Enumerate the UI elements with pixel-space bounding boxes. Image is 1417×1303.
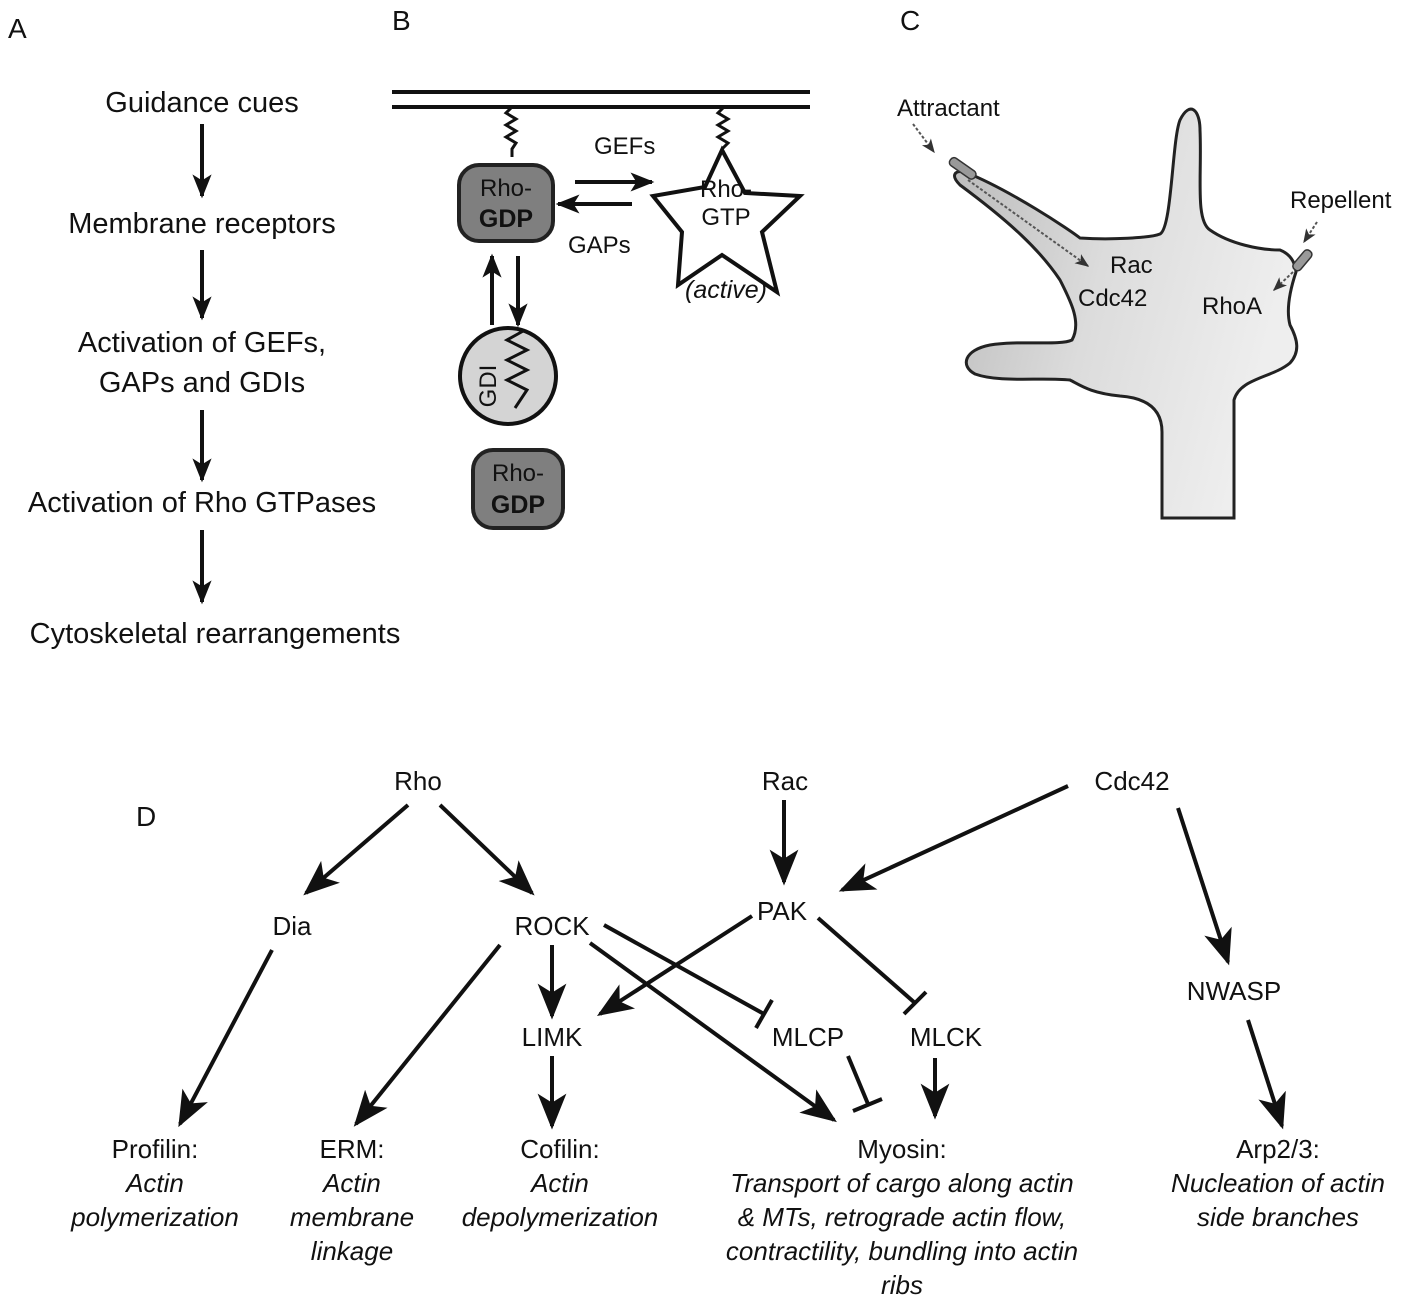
node-dia: Dia [272, 911, 312, 941]
effector-desc-line: Actin [124, 1168, 184, 1198]
effector-desc-line: ribs [881, 1270, 923, 1300]
gefs-label: GEFs [594, 133, 655, 160]
effector-desc-line: membrane [290, 1202, 414, 1232]
node-cdc42: Cdc42 [1094, 766, 1169, 796]
gaps-label: GAPs [568, 232, 631, 259]
effector-desc-line: & MTs, retrograde actin flow, [738, 1202, 1067, 1232]
edge-nwasp-arp23 [1246, 1019, 1286, 1130]
panel-d: D Rho Rac Cdc42 Dia ROCK PAK LIMK MLCP M… [70, 766, 1385, 1300]
edge-mlcp-myosin-inhibit [846, 1055, 883, 1113]
node-rock: ROCK [514, 911, 590, 941]
gdi-circle [458, 326, 558, 426]
edge-rho-rock [438, 803, 535, 896]
effector-arp23: Arp2/3: Nucleation of actin side branche… [1171, 1134, 1385, 1232]
effector-desc-line: Actin [321, 1168, 381, 1198]
effector-desc-line: side branches [1197, 1202, 1359, 1232]
step-membrane-receptors: Membrane receptors [68, 208, 336, 240]
rho-gtp-line1: Rho- [700, 176, 752, 203]
repellent-receptor [1292, 249, 1313, 272]
cdc42-label: Cdc42 [1078, 285, 1147, 312]
node-pak: PAK [757, 896, 808, 926]
step-cytoskeletal-rearrangements: Cytoskeletal rearrangements [30, 618, 401, 650]
effector-cofilin: Cofilin: Actin depolymerization [462, 1134, 659, 1232]
lipid-anchor-rho-gtp [715, 105, 731, 151]
effector-desc-line: Transport of cargo along actin [730, 1168, 1073, 1198]
node-rho: Rho [394, 766, 442, 796]
rho-gtp-line2: GTP [701, 204, 750, 231]
node-mlck: MLCK [910, 1022, 983, 1052]
attractant-receptor [948, 156, 977, 180]
node-rac: Rac [762, 766, 808, 796]
rho-gdp-top-line1: Rho- [480, 175, 532, 202]
effector-myosin: Myosin: Transport of cargo along actin &… [726, 1134, 1078, 1300]
rho-gtp-active-label: (active) [685, 276, 767, 304]
gdi-pocket-zigzag [503, 328, 531, 409]
panel-c: C Attractant Repellent Rac Cdc42 RhoA [897, 5, 1392, 520]
repellent-arrow [1303, 221, 1318, 244]
step-guidance-cues: Guidance cues [105, 87, 298, 119]
repellent-label: Repellent [1290, 187, 1392, 214]
step-activation-gefs-line2: GAPs and GDIs [99, 367, 305, 399]
rho-gdp-bottom-line1: Rho- [492, 460, 544, 487]
gdi-label: GDI [475, 365, 502, 408]
lipid-anchor-rho-gdp [503, 105, 519, 157]
attractant-label: Attractant [897, 95, 1000, 122]
panel-d-label: D [136, 801, 156, 832]
edge-pak-mlck-inhibit [816, 916, 928, 1016]
effector-name: Cofilin: [520, 1134, 599, 1164]
effector-name: ERM: [320, 1134, 385, 1164]
panel-c-label: C [900, 5, 920, 36]
edge-cdc42-nwasp [1176, 807, 1232, 966]
attractant-arrow [912, 123, 935, 154]
panel-b: B Rho- GDP Rho- GTP (active) GEFs GAPs G… [392, 5, 810, 530]
rho-gdp-membrane-box [457, 163, 555, 243]
panel-b-label: B [392, 5, 411, 36]
node-nwasp: NWASP [1187, 976, 1281, 1006]
rho-gdp-cytosolic-box [471, 448, 565, 530]
effector-name: Arp2/3: [1236, 1134, 1320, 1164]
edge-dia-profilin [178, 949, 274, 1128]
rho-gdp-bottom-line2: GDP [491, 491, 545, 519]
panel-a: A Guidance cues Membrane receptors Activ… [8, 13, 400, 650]
step-activation-rho-gtpases: Activation of Rho GTPases [28, 487, 376, 519]
edge-rock-erm [353, 943, 502, 1127]
effector-desc-line: depolymerization [462, 1202, 659, 1232]
step-activation-gefs-line1: Activation of GEFs, [78, 327, 326, 359]
effector-desc-line: Actin [529, 1168, 589, 1198]
rhoa-label: RhoA [1202, 293, 1262, 320]
edge-rock-mlcp-inhibit [603, 923, 774, 1029]
edge-rock-myosin [588, 941, 837, 1123]
effector-name: Profilin: [112, 1134, 199, 1164]
rho-gtp-star [649, 145, 805, 297]
effector-desc-line: linkage [311, 1236, 393, 1266]
node-mlcp: MLCP [772, 1022, 844, 1052]
effector-erm: ERM: Actin membrane linkage [290, 1134, 414, 1266]
effector-profilin: Profilin: Actin polymerization [70, 1134, 239, 1232]
effector-name: Myosin: [857, 1134, 947, 1164]
node-limk: LIMK [522, 1022, 583, 1052]
effector-desc-line: Nucleation of actin [1171, 1168, 1385, 1198]
effector-desc-line: contractility, bundling into actin [726, 1236, 1078, 1266]
repellent-signal-arrow [1272, 271, 1294, 291]
rac-label: Rac [1110, 252, 1153, 279]
edge-cdc42-pak [838, 784, 1069, 892]
edge-rho-dia [303, 803, 410, 896]
rho-gdp-top-line2: GDP [479, 205, 533, 233]
panel-a-label: A [8, 13, 27, 44]
effector-desc-line: polymerization [70, 1202, 239, 1232]
